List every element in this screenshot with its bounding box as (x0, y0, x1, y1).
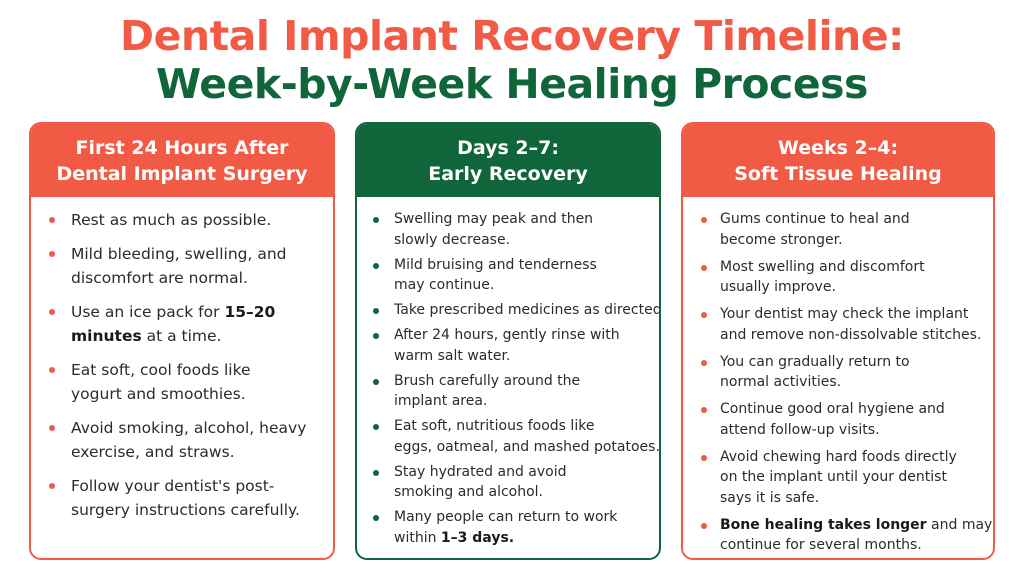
card-heading-line-2: Dental Implant Surgery (56, 162, 308, 185)
list-item: Bone healing takes longer and may contin… (701, 515, 992, 556)
card-list: Swelling may peak and then slowly decrea… (357, 209, 659, 553)
list-item: Eat soft, nutritious foods like eggs, oa… (373, 416, 659, 457)
list-item: Use an ice pack for 15–20 minutes at a t… (49, 300, 323, 348)
card-header: Weeks 2–4: Soft Tissue Healing (683, 124, 993, 197)
card-list: Gums continue to heal and become stronge… (683, 209, 993, 558)
card-heading-line-1: Weeks 2–4: (777, 136, 899, 159)
list-item: Mild bruising and tenderness may continu… (373, 255, 651, 296)
list-item: Eat soft, cool foods like yogurt and smo… (49, 358, 323, 406)
list-item: After 24 hours, gently rinse with warm s… (373, 325, 651, 366)
list-item: You can gradually return to normal activ… (701, 352, 985, 393)
list-item: Mild bleeding, swelling, and discomfort … (49, 242, 323, 290)
list-item: Rest as much as possible. (49, 208, 323, 232)
list-item: Most swelling and discomfort usually imp… (701, 257, 985, 298)
list-item: Gums continue to heal and become stronge… (701, 209, 985, 250)
card-header: First 24 Hours After Dental Implant Surg… (31, 124, 333, 197)
list-item: Stay hydrated and avoid smoking and alco… (373, 462, 651, 503)
card-first-24-hours: First 24 Hours After Dental Implant Surg… (29, 122, 335, 560)
list-item: Take prescribed medicines as directed. (373, 300, 659, 321)
list-item: Follow your dentist's post- surgery inst… (49, 474, 323, 522)
list-item: Swelling may peak and then slowly decrea… (373, 209, 651, 250)
list-item: Avoid chewing hard foods directly on the… (701, 447, 985, 509)
list-item: Many people can return to work within 1–… (373, 507, 651, 548)
title-line-1: Dental Implant Recovery Timeline: (120, 12, 904, 60)
card-days-2-7: Days 2–7: Early Recovery Swelling may pe… (355, 122, 661, 560)
list-item: Brush carefully around the implant area. (373, 371, 651, 412)
title-line-2: Week-by-Week Healing Process (156, 60, 868, 108)
card-weeks-2-4: Weeks 2–4: Soft Tissue Healing Gums cont… (681, 122, 995, 560)
card-heading-line-2: Soft Tissue Healing (734, 162, 942, 185)
card-heading-line-1: First 24 Hours After (75, 136, 289, 159)
card-header: Days 2–7: Early Recovery (357, 124, 659, 197)
list-item: Avoid smoking, alcohol, heavy exercise, … (49, 416, 323, 464)
card-heading-line-2: Early Recovery (428, 162, 588, 185)
list-item: Continue good oral hygiene and attend fo… (701, 399, 985, 440)
list-item: Your dentist may check the implant and r… (701, 304, 985, 345)
card-heading-line-1: Days 2–7: (457, 136, 559, 159)
card-list: Rest as much as possible. Mild bleeding,… (31, 208, 333, 532)
